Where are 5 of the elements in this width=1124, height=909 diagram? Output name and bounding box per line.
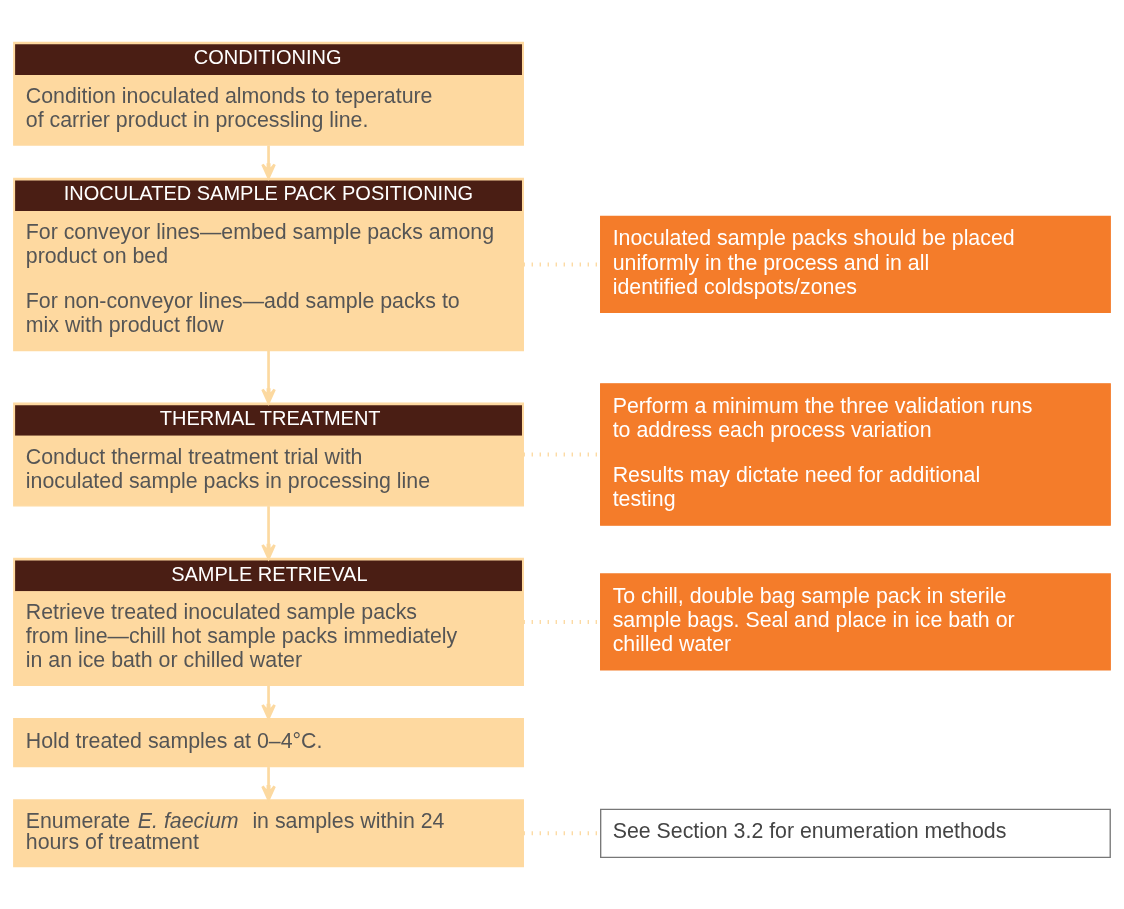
arrow [261,767,276,802]
arrow [261,506,276,560]
arrow [261,350,276,405]
arrow [261,145,276,180]
arrow [261,685,276,720]
